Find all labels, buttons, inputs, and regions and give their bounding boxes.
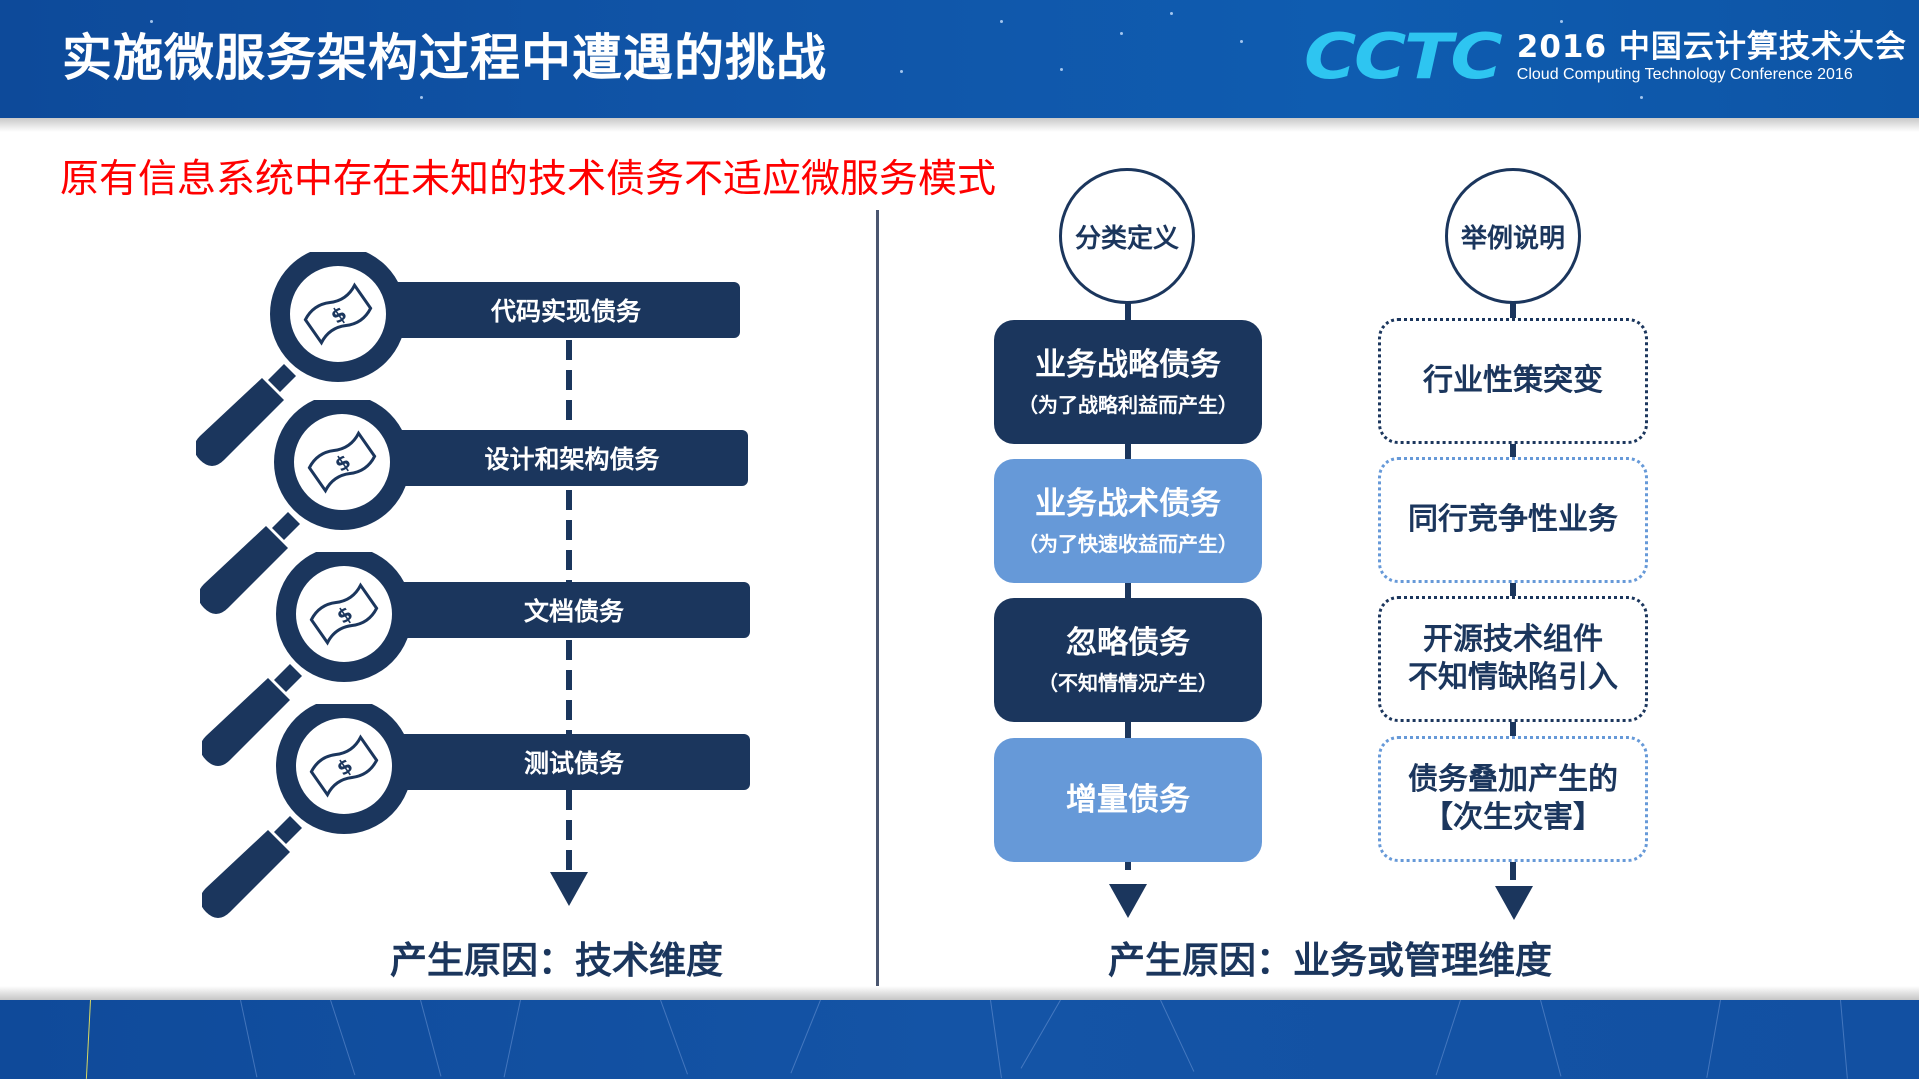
- example-line: 行业性策突变: [1423, 363, 1603, 398]
- category-title: 业务战术债务: [1035, 486, 1221, 522]
- category-sub: （为了战略利益而产生）: [1018, 393, 1238, 417]
- decor-star: [1240, 40, 1243, 43]
- category-box: 忽略债务 （不知情情况产生）: [994, 598, 1262, 722]
- decor-line: [240, 1000, 258, 1078]
- logo-cn: 2016 中国云计算技术大会: [1516, 29, 1907, 65]
- decor-line: [1160, 1000, 1195, 1072]
- example-line: 债务叠加产生的: [1408, 762, 1618, 797]
- magnifier-item: $ 文档债务: [202, 552, 752, 767]
- category-box: 增量债务: [994, 738, 1262, 862]
- decor-line: [990, 1000, 1002, 1079]
- magnifier-icon: $: [202, 552, 412, 766]
- example-box: 同行竞争性业务: [1378, 457, 1648, 583]
- decor-line: [1706, 1000, 1721, 1078]
- section-divider: [876, 210, 879, 990]
- decor-star: [1560, 20, 1563, 23]
- decor-line: [1435, 1000, 1461, 1076]
- decor-line: [85, 1000, 91, 1079]
- magnifier-item: $ 设计和架构债务: [200, 400, 750, 615]
- right-reason: 产生原因：业务或管理维度: [1108, 939, 1552, 982]
- decor-star: [1000, 20, 1003, 23]
- example-line: 【次生灾害】: [1423, 800, 1603, 835]
- decor-star: [1640, 96, 1643, 99]
- category-title: 忽略债务: [1066, 625, 1190, 661]
- examples-header: 举例说明: [1445, 168, 1581, 304]
- decor-line: [790, 1000, 821, 1074]
- debt-type-bar: 文档债务: [398, 582, 750, 638]
- magnifier-item: $ 代码实现债务: [196, 252, 746, 467]
- footer-banner: [0, 1000, 1919, 1079]
- header-shadow: [0, 118, 1919, 132]
- example-line: 不知情缺陷引入: [1408, 660, 1618, 695]
- arrow-down-icon: [550, 872, 588, 906]
- category-title: 业务战略债务: [1035, 347, 1221, 383]
- conference-logo: CCTC 2016 中国云计算技术大会 Cloud Computing Tech…: [1304, 22, 1907, 92]
- logo-en: Cloud Computing Technology Conference 20…: [1516, 66, 1853, 83]
- category-sub: （不知情情况产生）: [1038, 671, 1218, 695]
- page-title: 实施微服务架构过程中遭遇的挑战: [62, 29, 827, 87]
- magnifier-item: $ 测试债务: [202, 704, 752, 919]
- decor-line: [660, 1000, 688, 1075]
- example-line: 同行竞争性业务: [1408, 502, 1618, 537]
- footer-shadow: [0, 986, 1919, 1000]
- decor-star: [1850, 30, 1853, 33]
- decor-star: [900, 70, 903, 73]
- category-title: 增量债务: [1066, 782, 1190, 818]
- decor-star: [1120, 32, 1123, 35]
- logo-mark: CCTC: [1304, 20, 1503, 93]
- debt-type-bar: 设计和架构债务: [396, 430, 748, 486]
- left-reason: 产生原因：技术维度: [390, 939, 723, 982]
- example-box: 开源技术组件 不知情缺陷引入: [1378, 596, 1648, 722]
- decor-line: [420, 1000, 442, 1077]
- decor-line: [1840, 1000, 1848, 1079]
- decor-star: [1170, 12, 1173, 15]
- magnifier-icon: $: [202, 704, 412, 918]
- debt-type-bar: 测试债务: [398, 734, 750, 790]
- example-box: 行业性策突变: [1378, 318, 1648, 444]
- category-box: 业务战略债务 （为了战略利益而产生）: [994, 320, 1262, 444]
- decor-star: [150, 20, 153, 23]
- decor-star: [1060, 68, 1063, 71]
- classification-header: 分类定义: [1059, 168, 1195, 304]
- arrow-down-icon: [1495, 886, 1533, 920]
- debt-type-bar: 代码实现债务: [392, 282, 740, 338]
- decor-star: [420, 96, 423, 99]
- example-line: 开源技术组件: [1423, 622, 1603, 657]
- decor-line: [1020, 1000, 1061, 1069]
- decor-line: [1540, 1000, 1562, 1077]
- category-sub: （为了快速收益而产生）: [1018, 532, 1238, 556]
- subtitle: 原有信息系统中存在未知的技术债务不适应微服务模式: [60, 157, 997, 202]
- example-box: 债务叠加产生的 【次生灾害】: [1378, 736, 1648, 862]
- connector-line: [1510, 300, 1516, 880]
- decor-line: [330, 1000, 356, 1076]
- connector-line: [1125, 300, 1131, 870]
- header-banner: 实施微服务架构过程中遭遇的挑战 CCTC 2016 中国云计算技术大会 Clou…: [0, 0, 1919, 118]
- arrow-down-icon: [1109, 884, 1147, 918]
- logo-text: 2016 中国云计算技术大会 Cloud Computing Technolog…: [1517, 29, 1907, 85]
- decor-line: [503, 1000, 521, 1078]
- category-box: 业务战术债务 （为了快速收益而产生）: [994, 459, 1262, 583]
